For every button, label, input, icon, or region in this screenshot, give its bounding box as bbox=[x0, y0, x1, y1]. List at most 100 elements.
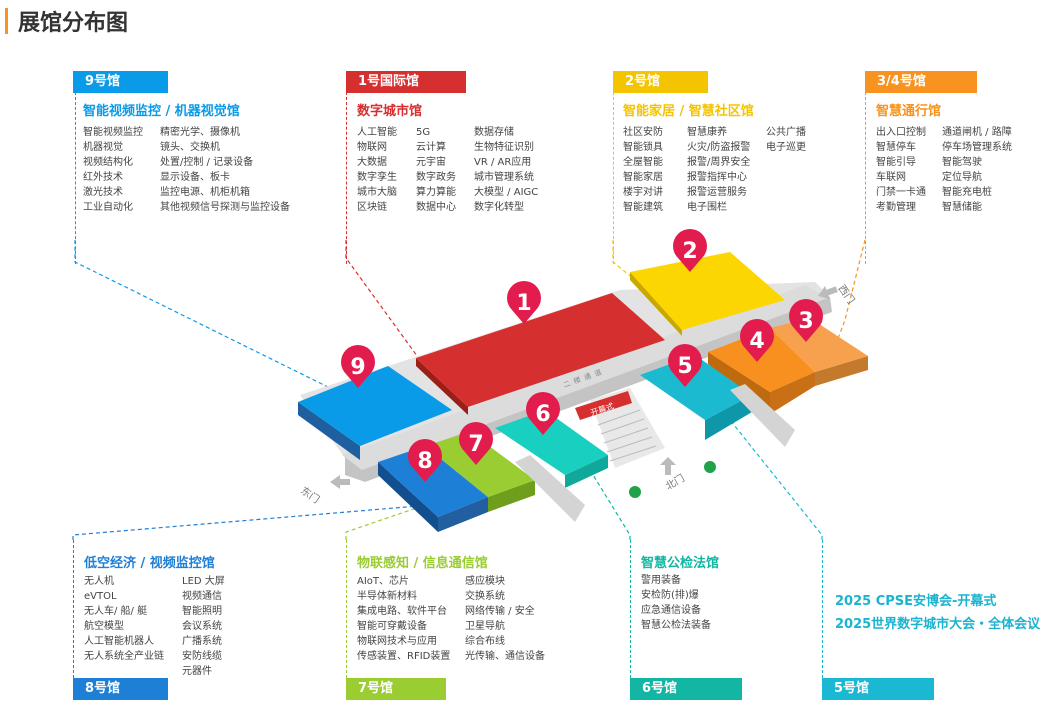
category-item: 出入口控制 bbox=[876, 127, 926, 138]
category-item: 报警指挥中心 bbox=[687, 172, 747, 183]
category-item: 精密光学、摄像机 bbox=[160, 127, 240, 138]
category-item: 无人系统全产业链 bbox=[84, 651, 164, 662]
hall-6-category-column: 警用装备安检防(排)爆应急通信设备智慧公检法装备 bbox=[641, 573, 711, 633]
hall-6-leader-line bbox=[630, 540, 631, 678]
leader-dash-8 bbox=[72, 504, 431, 540]
category-item: 电子围栏 bbox=[687, 202, 727, 213]
category-item: 定位导航 bbox=[942, 172, 982, 183]
title-accent bbox=[5, 8, 8, 34]
hall-5-tag[interactable]: 5号馆 bbox=[822, 678, 934, 700]
leader-dash-1 bbox=[345, 240, 421, 361]
category-item: 大模型 / AIGC bbox=[474, 187, 539, 198]
hall-1-leader-line bbox=[346, 92, 347, 264]
hall-9-block bbox=[298, 366, 452, 446]
entrance-marker-icon bbox=[704, 461, 716, 473]
pin-5-label: 5 bbox=[677, 354, 692, 379]
hall-8-block-side bbox=[378, 462, 438, 532]
stair-step bbox=[600, 418, 645, 435]
category-item: 会议系统 bbox=[182, 621, 222, 632]
pin-9-label: 9 bbox=[350, 355, 365, 380]
hall-8-block bbox=[378, 446, 488, 517]
hall-4-front bbox=[770, 372, 815, 414]
category-item: 元器件 bbox=[182, 666, 212, 677]
hall-1-category-column: 人工智能物联网大数据数字孪生城市大脑区块链 bbox=[357, 125, 397, 215]
category-item: 元宇宙 bbox=[416, 157, 446, 168]
category-item: 人工智能机器人 bbox=[84, 636, 154, 647]
pin-6-label: 6 bbox=[535, 402, 550, 427]
hall-5-block-side bbox=[705, 395, 752, 440]
category-item: 广播系统 bbox=[182, 636, 222, 647]
hall-5-leader-line bbox=[822, 540, 823, 678]
corridor-second-floor bbox=[342, 285, 828, 470]
category-item: 公共广播 bbox=[766, 127, 806, 138]
category-item: 智能建筑 bbox=[623, 202, 663, 213]
stair-step bbox=[603, 427, 649, 444]
pin-3-marker-icon bbox=[789, 298, 823, 342]
leader-dash-9 bbox=[74, 240, 331, 389]
category-item: 警用装备 bbox=[641, 575, 681, 586]
category-item: 智慧公检法装备 bbox=[641, 620, 711, 631]
stair-step bbox=[609, 445, 657, 462]
stair-step bbox=[597, 409, 641, 426]
category-item: 安检防(排)爆 bbox=[641, 590, 699, 601]
category-item: LED 大屏 bbox=[182, 576, 225, 587]
hall-6-tag[interactable]: 6号馆 bbox=[630, 678, 742, 700]
category-item: 楼宇对讲 bbox=[623, 187, 663, 198]
category-item: 通道闸机 / 路障 bbox=[942, 127, 1012, 138]
hall-1-block bbox=[416, 293, 665, 407]
pin-8-label: 8 bbox=[417, 449, 432, 474]
pin-6-marker-icon bbox=[526, 391, 560, 435]
hall-34-tag[interactable]: 3/4号馆 bbox=[865, 71, 977, 93]
hall-2-category-column: 公共广播电子巡更 bbox=[766, 125, 806, 155]
category-item: 报警运营服务 bbox=[687, 187, 747, 198]
category-item: 智能驾驶 bbox=[942, 157, 982, 168]
hall-9-category-column: 精密光学、摄像机镜头、交换机处置/控制 / 记录设备显示设备、板卡监控电源、机柜… bbox=[160, 125, 290, 215]
hall-34-category-column: 出入口控制智慧停车智能引导车联网门禁一卡通考勤管理 bbox=[876, 125, 926, 215]
hall-8-tag[interactable]: 8号馆 bbox=[73, 678, 168, 700]
hall-2-category-column: 社区安防智能锁具全屋智能智能家居楼宇对讲智能建筑 bbox=[623, 125, 663, 215]
hall-9-subtitle: 智能视频监控 / 机器视觉馆 bbox=[83, 104, 240, 119]
hall-2-tag[interactable]: 2号馆 bbox=[613, 71, 708, 93]
category-item: 门禁一卡通 bbox=[876, 187, 926, 198]
hall-8-category-column: LED 大屏视频通信智能照明会议系统广播系统安防线缆元器件 bbox=[182, 574, 225, 679]
category-item: AIoT、芯片 bbox=[357, 576, 410, 587]
hall-9-category-column: 智能视频监控机器视觉视频结构化红外技术激光技术工业自动化 bbox=[83, 125, 143, 215]
category-item: 传感装置、RFID装置 bbox=[357, 651, 451, 662]
pin-7-label: 7 bbox=[468, 432, 483, 457]
hall-2-category-column: 智慧康养火灾/防盗报警报警/周界安全报警指挥中心报警运营服务电子围栏 bbox=[687, 125, 750, 215]
category-item: 机器视觉 bbox=[83, 142, 123, 153]
category-item: 5G bbox=[416, 127, 431, 138]
category-item: 数据存储 bbox=[474, 127, 514, 138]
category-item: 镜头、交换机 bbox=[160, 142, 220, 153]
east-gate-arrow-icon bbox=[330, 475, 350, 489]
stair-step bbox=[606, 436, 653, 453]
hall-4-block bbox=[708, 328, 815, 392]
hall-7-category-column: AIoT、芯片半导体新材料集成电路、软件平台智能可穿戴设备物联网技术与应用传感装… bbox=[357, 574, 450, 664]
category-item: 智能锁具 bbox=[623, 142, 663, 153]
category-item: 物联网技术与应用 bbox=[357, 636, 437, 647]
hall-1-tag[interactable]: 1号国际馆 bbox=[346, 71, 466, 93]
hall-7-tag[interactable]: 7号馆 bbox=[346, 678, 446, 700]
pin-7-marker-icon bbox=[459, 421, 493, 465]
pin-1-label: 1 bbox=[516, 291, 531, 316]
pin-4-marker-icon bbox=[740, 318, 774, 362]
event-conference: 2025世界数字城市大会・全体会议 bbox=[835, 617, 1041, 632]
hall-34-subtitle: 智慧通行馆 bbox=[876, 104, 942, 119]
category-item: 网络传输 / 安全 bbox=[465, 606, 535, 617]
category-item: 航空模型 bbox=[84, 621, 124, 632]
hall-9-block-side bbox=[298, 402, 360, 460]
page-title: 展馆分布图 bbox=[18, 11, 129, 36]
category-item: 数据中心 bbox=[416, 202, 456, 213]
category-item: 智能引导 bbox=[876, 157, 916, 168]
hall-9-tag[interactable]: 9号馆 bbox=[73, 71, 168, 93]
category-item: 视频结构化 bbox=[83, 157, 133, 168]
category-item: 交换系统 bbox=[465, 591, 505, 602]
category-item: 激光技术 bbox=[83, 187, 123, 198]
hall-2-block-side bbox=[630, 272, 682, 336]
category-item: 无人机 bbox=[84, 576, 114, 587]
pin-1-marker-icon bbox=[506, 280, 541, 324]
hall-6-subtitle: 智慧公检法馆 bbox=[641, 556, 720, 571]
hall-3-block-side bbox=[815, 356, 868, 386]
category-item: 数字化转型 bbox=[474, 202, 524, 213]
